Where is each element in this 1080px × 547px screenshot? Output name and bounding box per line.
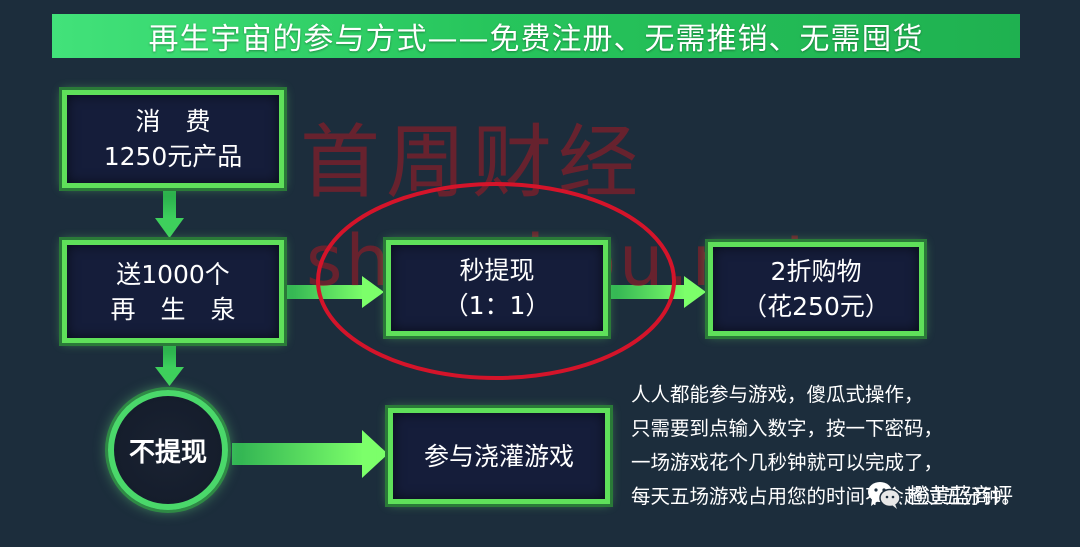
wechat-icon xyxy=(868,482,901,509)
game-label: 参与浇灌游戏 xyxy=(423,441,574,471)
arrow-gift-to-no-withdraw xyxy=(155,343,184,386)
withdraw-box: 秒提现 （1：1） xyxy=(386,240,608,336)
note-line: 人人都能参与游戏，傻瓜式操作， xyxy=(631,383,924,406)
consume-label: 消 费 xyxy=(135,107,211,136)
gift-box: 送1000个 再 生 泉 xyxy=(62,240,284,343)
game-box: 参与浇灌游戏 xyxy=(388,408,610,504)
title-banner: 再生宇宙的参与方式——免费注册、无需推销、无需囤货 xyxy=(52,14,1020,58)
watermark-cn: 首周财经 xyxy=(300,116,644,209)
gift-amount: 送1000个 xyxy=(116,259,230,289)
discount-box: 2折购物 （花250元） xyxy=(708,242,924,336)
source-credit: 橙黄蓝商评 xyxy=(866,480,1013,510)
arrow-gift-to-withdraw xyxy=(286,276,384,308)
notes-text: 人人都能参与游戏，傻瓜式操作， 只需要到点输入数字，按一下密码， 一场游戏花个几… xyxy=(631,378,1076,514)
arrow-withdraw-to-discount xyxy=(610,276,706,308)
consume-amount: 1250元产品 xyxy=(103,142,243,171)
withdraw-label: 秒提现 xyxy=(459,256,535,285)
consume-box: 消 费 1250元产品 xyxy=(62,90,284,188)
note-line: 只需要到点输入数字，按一下密码， xyxy=(631,417,944,440)
no-withdraw-label: 不提现 xyxy=(128,437,207,468)
credit-label: 橙黄蓝商评 xyxy=(908,484,1013,508)
discount-label: 2折购物 xyxy=(770,257,862,286)
withdraw-ratio: （1：1） xyxy=(443,291,551,320)
banner-title: 再生宇宙的参与方式——免费注册、无需推销、无需囤货 xyxy=(148,22,924,57)
note-line: 每天五场游戏占用您的时间不会超过五分钟。 xyxy=(631,485,1022,508)
arrow-no-withdraw-to-game xyxy=(232,430,388,478)
arrow-consume-to-gift xyxy=(155,188,184,238)
no-withdraw-circle: 不提现 xyxy=(108,390,228,510)
gift-item: 再 生 泉 xyxy=(110,294,236,324)
discount-cost: （花250元） xyxy=(742,292,890,321)
note-line: 一场游戏花个几秒钟就可以完成了， xyxy=(631,451,944,474)
